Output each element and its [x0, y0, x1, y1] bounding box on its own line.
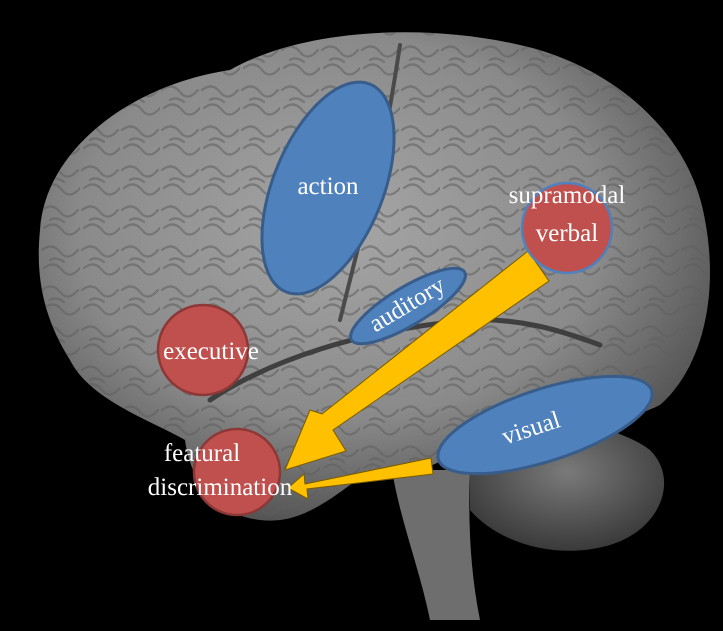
brainstem [392, 470, 480, 620]
supramodal-label: supramodal [509, 182, 626, 209]
discrimination-label: discrimination [148, 474, 293, 501]
executive-label: executive [163, 338, 259, 365]
featural-label: featural [164, 440, 240, 467]
action-label: action [297, 173, 359, 200]
verbal-label: verbal [536, 220, 599, 247]
